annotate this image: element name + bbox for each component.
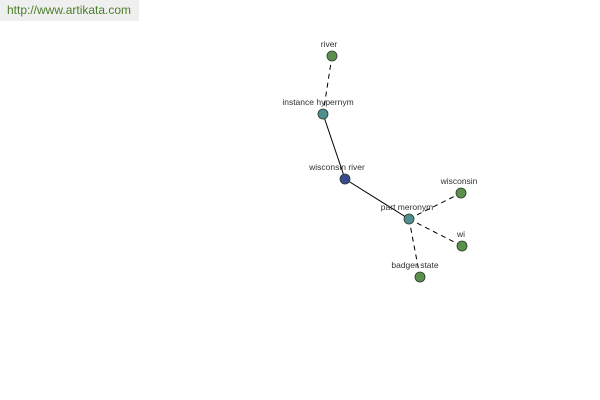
edge-part-meronym-to-wisconsin [408,192,462,220]
node-instance-hypernym[interactable]: instance hypernym [282,97,354,120]
node-river[interactable]: river [321,39,338,62]
node-label-river: river [321,39,338,49]
node-circle-instance-hypernym[interactable] [317,108,329,120]
node-wisconsin-river[interactable]: wisconsin river [308,162,365,185]
node-wisconsin[interactable]: wisconsin [440,176,478,199]
node-label-wisconsin-river: wisconsin river [308,162,365,172]
edges-layer [322,55,463,278]
site-url-link[interactable]: http://www.artikata.com [0,0,139,21]
node-part-meronym[interactable]: part meronym [381,202,433,225]
node-label-badger-state: badger state [391,260,439,270]
node-label-wi: wi [456,229,465,239]
edge-river-to-instance-hypernym [322,55,333,115]
edge-wisconsin-river-to-part-meronym [344,178,410,220]
node-circle-wi[interactable] [456,240,468,252]
node-label-wisconsin: wisconsin [440,176,478,186]
edge-instance-hypernym-to-wisconsin-river [322,113,346,180]
node-wi[interactable]: wi [456,229,468,252]
node-circle-wisconsin[interactable] [455,187,467,199]
node-circle-badger-state[interactable] [414,271,426,283]
node-circle-wisconsin-river[interactable] [339,173,351,185]
nodes-layer: river instance hypernym wisconsin river par… [282,39,478,283]
edge-part-meronym-to-wi [408,218,463,247]
node-label-instance-hypernym: instance hypernym [282,97,353,107]
edge-part-meronym-to-badger-state [408,218,421,278]
node-circle-river[interactable] [326,50,338,62]
node-label-part-meronym: part meronym [381,202,433,212]
node-circle-part-meronym[interactable] [403,213,415,225]
node-badger-state[interactable]: badger state [391,260,439,283]
